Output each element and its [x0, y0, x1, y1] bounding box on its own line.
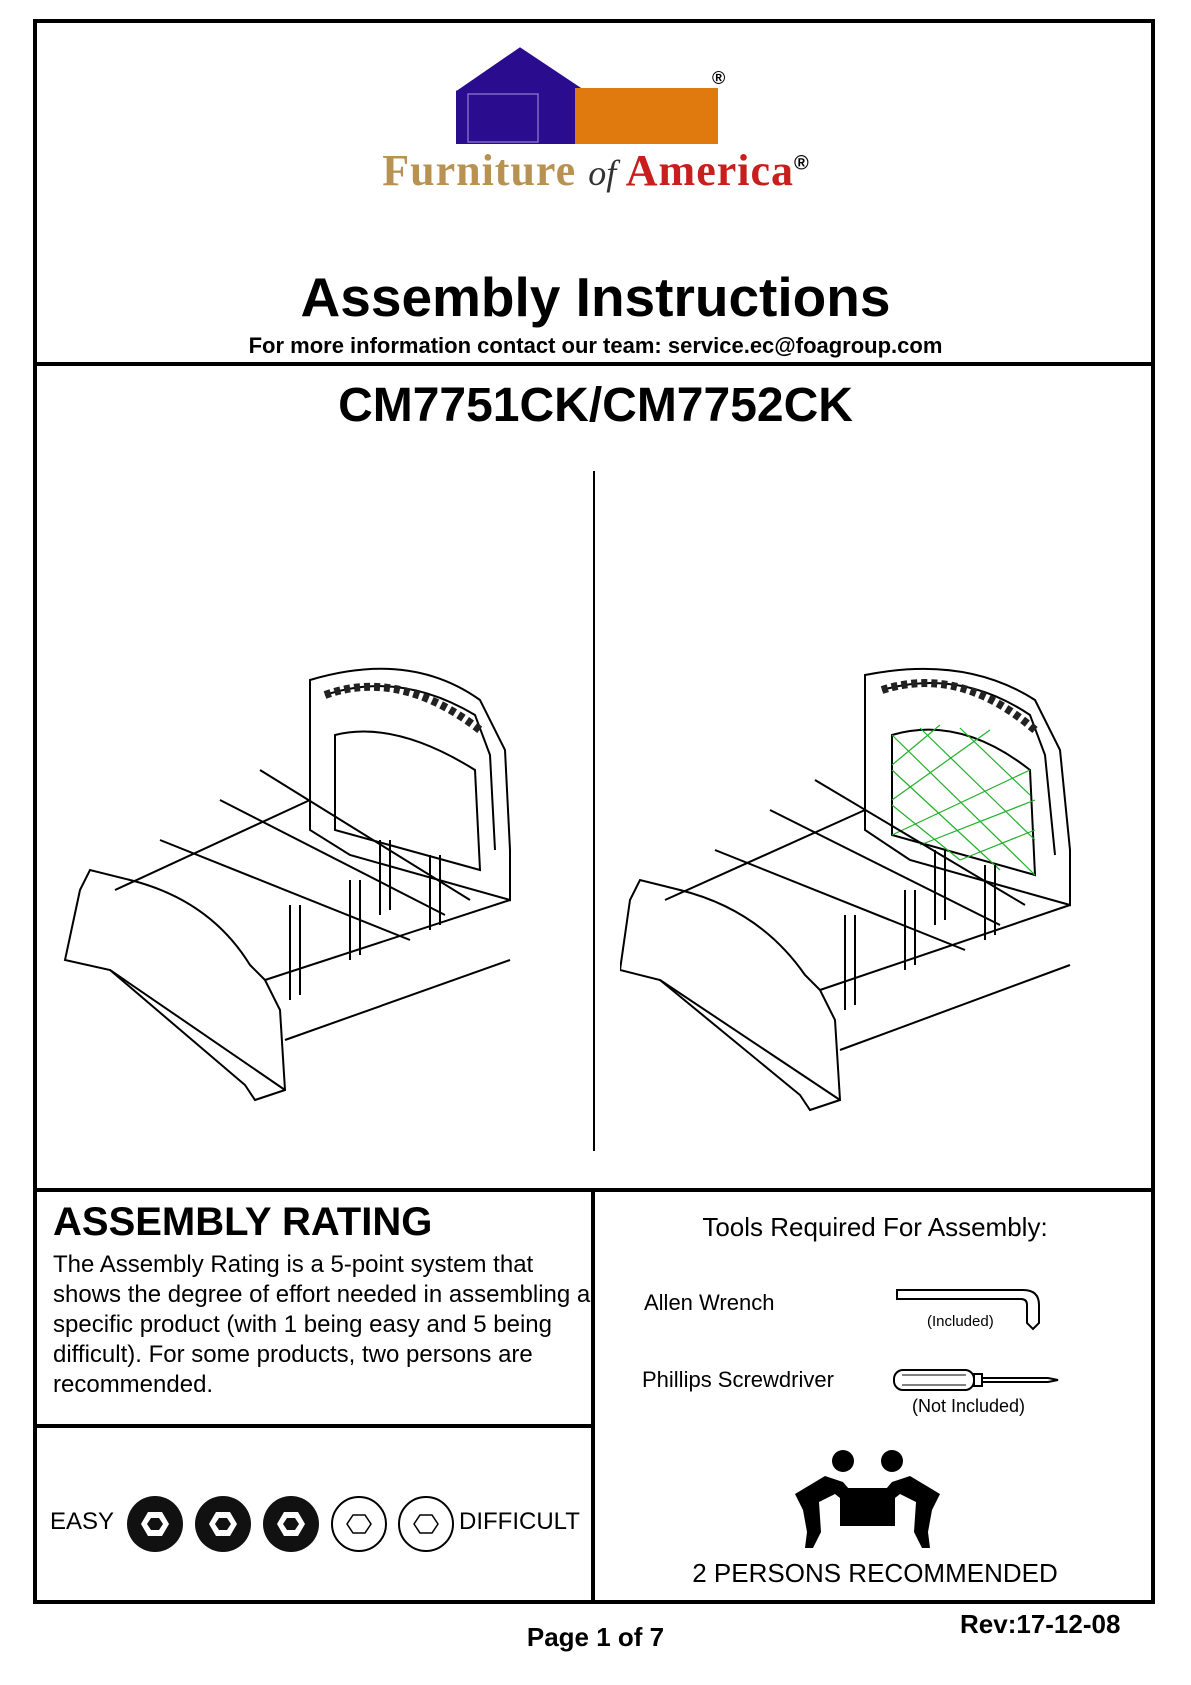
tool-note-screwdriver: (Not Included)	[912, 1396, 1026, 1416]
rating-dot-3	[263, 1496, 319, 1552]
easy-label: EASY	[50, 1508, 115, 1535]
rating-dot-1	[127, 1496, 183, 1552]
rating-heading: ASSEMBLY RATING	[53, 1200, 433, 1244]
divider-vertical-bottom	[591, 1188, 595, 1604]
persons-recommended: 2 PERSONS RECOMMENDED	[692, 1558, 1058, 1588]
bed-illustration-cm7751ck	[63, 667, 511, 1102]
tool-name-allen-wrench: Allen Wrench	[644, 1290, 775, 1315]
rating-description: The Assembly Rating is a 5-point system …	[53, 1251, 591, 1398]
difficult-label: DIFFICULT	[459, 1508, 580, 1535]
tool-name-screwdriver: Phillips Screwdriver	[642, 1367, 834, 1392]
tool-note-allen-wrench: (Included)	[927, 1313, 994, 1330]
bed-illustration-cm7752ck	[620, 667, 1071, 1112]
brand-name-of: of	[588, 153, 617, 193]
divider-rating-scale	[33, 1424, 593, 1428]
brand-name-america: America	[616, 146, 795, 195]
tools-heading: Tools Required For Assembly:	[702, 1212, 1048, 1242]
page-title: Assembly Instructions	[300, 266, 891, 328]
revision: Rev:17-12-08	[960, 1609, 1121, 1639]
brand-name-furniture: Furniture	[382, 146, 589, 195]
screwdriver-icon	[893, 1369, 1059, 1391]
rating-dot-4	[331, 1496, 387, 1552]
divider-products	[593, 471, 595, 1151]
brand-registered-mark: ®	[794, 152, 809, 175]
contact-info: For more information contact our team: s…	[248, 333, 943, 358]
divider-header	[33, 362, 1155, 366]
allen-wrench-icon	[896, 1289, 1040, 1331]
brand-name: Furniture of America®	[0, 145, 1191, 196]
rating-dot-5	[398, 1496, 454, 1552]
rating-scale	[127, 1496, 454, 1552]
two-persons-icon	[795, 1450, 940, 1548]
logo-registered-mark: ®	[712, 68, 725, 88]
model-number: CM7751CK/CM7752CK	[338, 379, 853, 432]
rating-dot-2	[195, 1496, 251, 1552]
brand-logo-icon: ®	[455, 44, 725, 144]
page-number: Page 1 of 7	[526, 1622, 665, 1652]
